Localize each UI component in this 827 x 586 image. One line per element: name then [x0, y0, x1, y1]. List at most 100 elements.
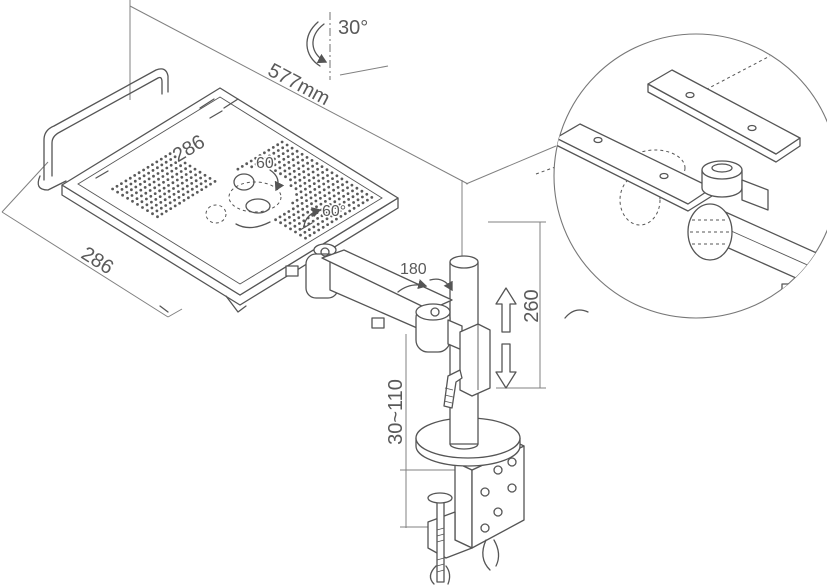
tilt-angle-label: 30° — [338, 17, 368, 39]
perforation-hole — [172, 192, 176, 196]
arm-top-face — [321, 249, 453, 311]
clamp-left-face — [454, 461, 473, 549]
perforation-hole — [168, 195, 172, 199]
perforation-hole — [160, 212, 164, 216]
perforation-hole — [301, 207, 305, 211]
perforation-hole — [151, 163, 154, 167]
perforation-hole — [284, 175, 287, 179]
perforation-hole — [307, 179, 311, 182]
perforation-hole — [186, 190, 190, 194]
perforation-hole — [305, 205, 309, 208]
perforation-hole — [302, 170, 306, 174]
perforation-hole — [208, 177, 212, 180]
perforation-hole — [254, 162, 258, 166]
perforation-hole — [307, 222, 311, 226]
detail-arc — [815, 251, 824, 271]
perforation-hole — [351, 189, 354, 193]
perforation-hole — [130, 194, 134, 197]
detail-bracket-plate — [647, 69, 801, 155]
perforation-hole — [173, 198, 177, 202]
perforation-hole — [199, 182, 203, 186]
perforation-hole — [331, 183, 335, 186]
clamp-hole — [480, 523, 490, 533]
tilt-indicator: 30° — [306, 12, 389, 80]
perforation-hole — [171, 175, 174, 179]
perforation-hole — [303, 230, 307, 234]
perforation-hole — [306, 161, 309, 165]
laptop-tray: 286 60 60° — [37, 68, 399, 329]
perforation-hole — [285, 143, 289, 147]
perforation-hole — [313, 188, 317, 191]
clamp-screw-handle — [429, 565, 451, 585]
perforation-hole — [305, 199, 308, 203]
perforation-hole — [311, 170, 315, 174]
tray-swivel-label: 60° — [322, 203, 346, 220]
perforation-hole — [159, 201, 163, 204]
perforation-hole — [278, 160, 281, 164]
perforation-hole — [276, 143, 280, 147]
tray-swivel-mechanism — [205, 169, 322, 229]
perforation-hole — [331, 177, 334, 181]
perforation-hole — [335, 174, 339, 178]
perforation-hole — [327, 185, 331, 189]
detail-puck-top — [701, 160, 743, 180]
perforation-hole — [295, 198, 299, 202]
joint-screw — [430, 307, 440, 317]
post-cap — [449, 255, 479, 269]
perforation-hole — [133, 179, 137, 183]
perforation-hole — [182, 199, 186, 202]
perforation-hole — [350, 183, 354, 187]
perforation-hole — [302, 219, 306, 223]
detail-bracket-hole — [747, 124, 757, 132]
perforation-hole — [145, 203, 149, 207]
perforation-hole — [307, 228, 311, 232]
perforation-hole — [276, 149, 280, 152]
perforation-hole — [149, 194, 153, 198]
detail-small-arc — [564, 309, 589, 319]
perforation-hole — [299, 184, 302, 188]
perforation-hole — [160, 163, 164, 167]
perforation-hole — [343, 206, 347, 210]
perforation-hole — [347, 203, 351, 207]
perforation-hole — [176, 184, 180, 188]
perforation-hole — [304, 193, 308, 197]
perforation-hole — [134, 185, 138, 189]
perforation-hole — [180, 181, 184, 185]
perforation-hole — [324, 200, 327, 203]
perforation-hole — [126, 196, 129, 200]
tray-handle-rail-inner — [51, 76, 163, 177]
perforation-hole — [282, 157, 286, 161]
perforation-hole — [184, 167, 188, 171]
perforation-hole — [295, 193, 298, 196]
perforation-hole — [297, 173, 301, 176]
perforation-hole — [309, 196, 313, 200]
perforation-hole — [320, 165, 324, 169]
perforation-hole — [335, 217, 338, 221]
perforation-hole — [307, 173, 311, 177]
perforation-hole — [301, 213, 305, 217]
perforation-hole — [190, 182, 194, 185]
perforation-hole — [121, 193, 124, 197]
perforation-hole — [342, 200, 346, 204]
clamp-hooks — [482, 539, 500, 571]
locking-lever — [443, 369, 463, 409]
perforation-hole — [178, 158, 182, 162]
perforation-hole — [308, 234, 312, 237]
perforation-hole — [310, 159, 314, 162]
perforation-hole — [163, 198, 167, 202]
perforation-hole — [310, 208, 314, 211]
perforation-hole — [283, 218, 287, 222]
perforation-hole — [318, 191, 322, 194]
perforation-hole — [287, 210, 291, 213]
perforation-hole — [155, 209, 159, 213]
perforation-hole — [283, 212, 286, 216]
perforation-hole — [336, 186, 340, 189]
perforation-hole — [153, 186, 157, 190]
detail-spring — [690, 219, 730, 245]
perforation-hole — [164, 155, 168, 158]
perforation-hole — [156, 172, 160, 175]
tilt-arrow-outline — [306, 21, 321, 67]
perforation-hole — [329, 208, 333, 212]
perforation-hole — [263, 157, 267, 161]
